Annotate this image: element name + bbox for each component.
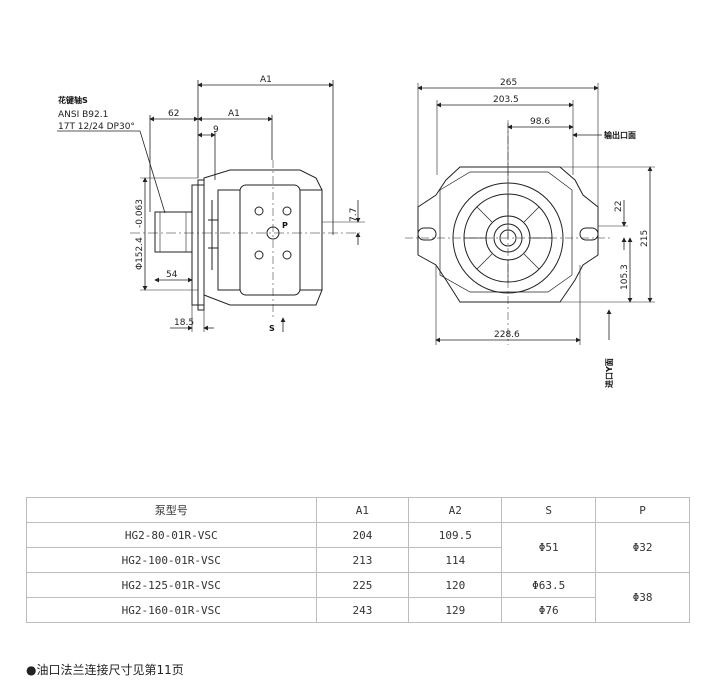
cell-s: Φ63.5 (501, 572, 597, 598)
dim-dia: Φ152.4 (135, 237, 145, 270)
dim-228-6: 228.6 (494, 330, 520, 340)
cell-a2: 120 (408, 572, 503, 598)
header-p: P (595, 497, 690, 523)
footnote: ●油口法兰连接尺寸见第11页 (26, 663, 184, 677)
table-row: HG2-125-01R-VSC 225 120 Φ63.5 Φ38 (26, 572, 690, 623)
header-a2: A2 (408, 497, 503, 523)
header-s: S (501, 497, 597, 523)
header-a1: A1 (315, 497, 410, 523)
spline-label-line2: ANSI B92.1 (58, 110, 108, 120)
dim-54: 54 (166, 270, 178, 280)
spline-label-line3: 17T 12/24 DP30° (58, 122, 135, 132)
cell-p: Φ38 (595, 572, 690, 623)
cell-s: Φ76 (501, 597, 597, 623)
cell-model: HG2-80-01R-VSC (26, 522, 317, 548)
spec-table: 泵型号 A1 A2 S P HG2-80-01R-VSC 204 109.5 Φ… (26, 497, 690, 623)
dim-dia-tol: -0.063 (135, 199, 145, 228)
cell-a1: 204 (315, 522, 410, 548)
cell-a2: 109.5 (408, 522, 503, 548)
dim-203-5: 203.5 (493, 95, 519, 105)
dim-215: 215 (640, 230, 650, 247)
cell-s: Φ51 (501, 522, 597, 573)
side-view: 花键轴S ANSI B92.1 17T 12/24 DP30° A1 62 A1… (57, 75, 365, 333)
spline-label-line1: 花键轴S (58, 95, 88, 105)
dim-98-6: 98.6 (530, 117, 550, 127)
table-header-row: 泵型号 A1 A2 S P (26, 497, 690, 523)
table-row: HG2-80-01R-VSC 204 109.5 Φ51 Φ32 (26, 522, 690, 573)
cell-model: HG2-100-01R-VSC (26, 547, 317, 573)
cell-a1: 225 (315, 572, 410, 598)
port-p-label: P (282, 221, 288, 230)
dim-105-3: 105.3 (620, 264, 630, 290)
dim-22: 22 (614, 201, 624, 212)
dim-a1-mid: A1 (228, 109, 240, 119)
port-s-label: S (269, 324, 275, 333)
dim-9: 9 (213, 125, 219, 135)
cell-a1: 243 (315, 597, 410, 623)
dim-a1-top: A1 (260, 75, 272, 85)
dim-62: 62 (168, 109, 179, 119)
dim-265: 265 (500, 78, 517, 88)
dim-18-5: 18.5 (174, 318, 194, 328)
cell-a2: 114 (408, 547, 503, 573)
cell-a1: 213 (315, 547, 410, 573)
cell-model: HG2-160-01R-VSC (26, 597, 317, 623)
outlet-face-label: 输出口面 (604, 130, 636, 140)
cell-model: HG2-125-01R-VSC (26, 572, 317, 598)
front-view: 265 203.5 98.6 输出口面 (405, 78, 655, 388)
table-row: HG2-160-01R-VSC 243 129 Φ76 (26, 597, 690, 623)
cell-p: Φ32 (595, 522, 690, 573)
dim-7-7: 7.7 (349, 208, 359, 222)
header-model: 泵型号 (26, 497, 317, 523)
cell-a2: 129 (408, 597, 503, 623)
inlet-face-label: 进口Y面 (604, 358, 614, 388)
technical-drawing: 花键轴S ANSI B92.1 17T 12/24 DP30° A1 62 A1… (57, 75, 655, 388)
